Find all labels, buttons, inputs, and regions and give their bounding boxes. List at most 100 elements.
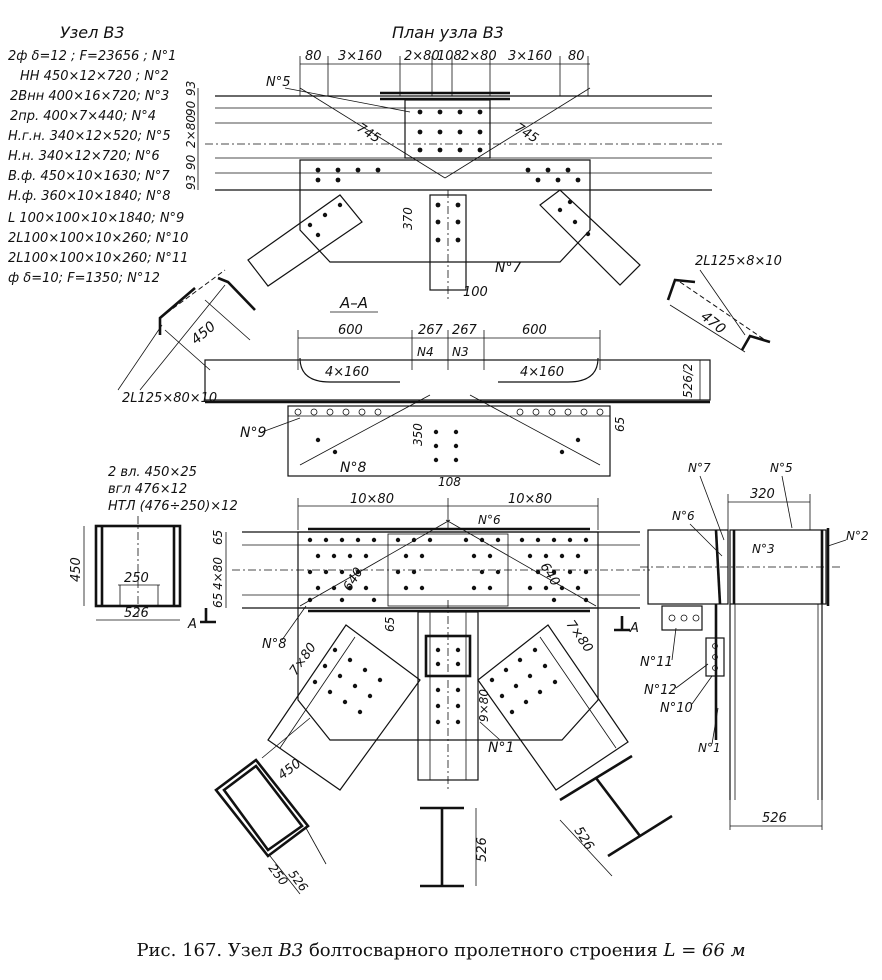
section-marker: А bbox=[187, 617, 197, 632]
part-label: N°3 bbox=[752, 542, 775, 556]
caption-node: В3 bbox=[278, 940, 304, 961]
part-label: N°5 bbox=[770, 461, 793, 475]
dim-label: 526/2 bbox=[681, 363, 695, 398]
dim-label: 80 bbox=[305, 49, 322, 64]
dim-label: 108 bbox=[438, 475, 461, 489]
spec-line: НН 450×12×720 ; N°2 bbox=[20, 69, 169, 84]
dim-label: 90 bbox=[184, 100, 198, 116]
dim-label: 65 bbox=[613, 417, 627, 432]
right-angle-detail: 470 2L125×8×10 bbox=[666, 254, 782, 353]
dim-label: 3×160 bbox=[508, 49, 552, 64]
dim-label: 600 bbox=[522, 323, 547, 338]
box-section: 2 вл. 450×25 вгл 476×12 НТЛ (476÷250)×12… bbox=[69, 465, 238, 632]
left-angle-detail: 450 2L125×80×10 bbox=[117, 269, 256, 406]
spec-line: В.ф. 450×10×1630; N°7 bbox=[8, 169, 170, 184]
spec-line: ф δ=10; F=1350; N°12 bbox=[8, 271, 160, 286]
part-label: N°6 bbox=[672, 509, 695, 523]
part-label: N°7 bbox=[495, 260, 521, 276]
spec-line: 2L100×100×10×260; N°11 bbox=[8, 251, 188, 266]
part-label: N4 bbox=[417, 345, 434, 359]
right-diag-bolts bbox=[489, 647, 558, 715]
part-label: N°2 bbox=[846, 529, 869, 543]
section-bolts bbox=[294, 408, 604, 463]
part-label: N°12 bbox=[644, 683, 677, 698]
dim-label: 4×160 bbox=[520, 365, 564, 380]
dim-label: 526 bbox=[475, 837, 490, 862]
dim-label: 93 bbox=[184, 81, 198, 96]
part-label: N°10 bbox=[660, 701, 693, 716]
part-label: N°9 bbox=[240, 425, 266, 441]
dim-label: 4×160 bbox=[325, 365, 369, 380]
box-note: НТЛ (476÷250)×12 bbox=[108, 499, 238, 514]
dim-label: 2×80 bbox=[461, 49, 497, 64]
section-aa: А–А 600 267 267 600 4×160 4×160 N4 N3 52… bbox=[204, 294, 711, 489]
main-elevation: 10×80 10×80 N°6 65 4×80 65 bbox=[211, 492, 650, 791]
part-label: N3 bbox=[452, 345, 469, 359]
spec-line: 2пр. 400×7×440; N°4 bbox=[10, 109, 156, 124]
dim-label: 100 bbox=[463, 285, 488, 300]
dim-label: 745 bbox=[512, 121, 541, 147]
part-label: N°6 bbox=[478, 513, 501, 527]
dim-label: 600 bbox=[338, 323, 363, 338]
spec-line: 2ф δ=12 ; F=23656 ; N°1 bbox=[8, 49, 176, 64]
dim-label: 9×80 bbox=[477, 689, 491, 722]
dim-label: 80 bbox=[568, 49, 585, 64]
dim-label: 2×80 bbox=[404, 49, 440, 64]
brace-bolts bbox=[307, 199, 591, 238]
part-label: N°5 bbox=[266, 75, 291, 90]
dim-label: 4×80 bbox=[211, 557, 225, 590]
main-bolts bbox=[307, 537, 589, 603]
left-diag-bolts bbox=[312, 647, 383, 715]
angle-label: 2L125×8×10 bbox=[695, 254, 782, 269]
dim-label: 350 bbox=[411, 423, 425, 446]
caption-prefix: Рис. 167. Узел bbox=[136, 940, 273, 961]
dim-label: 470 bbox=[698, 309, 729, 338]
dim-label: 450 bbox=[275, 756, 304, 783]
dim-label: 370 bbox=[401, 207, 415, 230]
spec-line: Н.ф. 360×10×1840; N°8 bbox=[8, 189, 171, 204]
part-label: N°11 bbox=[640, 655, 673, 670]
dim-label: 267 bbox=[418, 323, 444, 338]
dim-label: 250 bbox=[124, 571, 149, 586]
dim-label: 3×160 bbox=[338, 49, 382, 64]
box-note: вгл 476×12 bbox=[108, 482, 187, 497]
bottom-right-section: 526 bbox=[559, 754, 673, 877]
dim-label: 450 bbox=[69, 557, 84, 582]
dim-label: 267 bbox=[452, 323, 478, 338]
dim-label: 65 bbox=[383, 617, 397, 632]
plan-bolts bbox=[315, 109, 581, 243]
part-label: N°1 bbox=[488, 740, 514, 756]
dim-label: 10×80 bbox=[508, 492, 552, 507]
vertical-bolts bbox=[435, 647, 461, 725]
dim-label: 450 bbox=[188, 319, 219, 348]
dim-label: 93 bbox=[184, 175, 198, 190]
part-label: N°1 bbox=[698, 741, 721, 755]
dim-label: 65 bbox=[211, 593, 225, 608]
node-label: Узел В3 bbox=[60, 23, 125, 42]
dim-label: 7×80 bbox=[287, 640, 320, 678]
spec-line: Н.н. 340×12×720; N°6 bbox=[8, 149, 160, 164]
dim-label: 10×80 bbox=[350, 492, 394, 507]
dim-label: 526 bbox=[124, 606, 149, 621]
plan-title: План узла В3 bbox=[392, 23, 504, 42]
caption-middle: болтосварного пролетного строения bbox=[308, 940, 658, 961]
side-view: 320 N°7 N°5 N°6 N°2 N°3 N°11 N°12 N°10 bbox=[640, 461, 869, 830]
dim-label: 320 bbox=[750, 487, 775, 502]
dim-label: 640 bbox=[341, 565, 367, 594]
bottom-ibeam-section: 526 bbox=[420, 806, 490, 888]
spec-line: 2Внн 400×16×720; N°3 bbox=[10, 89, 169, 104]
dim-label: 7×80 bbox=[563, 618, 596, 656]
section-marker: А bbox=[629, 621, 639, 636]
caption-formula: L = 66 м bbox=[663, 940, 746, 961]
box-note: 2 вл. 450×25 bbox=[108, 465, 197, 480]
spec-line: L 100×100×10×1840; N°9 bbox=[8, 211, 184, 226]
plan-view: План узла В3 80 3×160 2×80 108 2×80 3×16… bbox=[184, 23, 722, 300]
bottom-box-section: 450 250 526 bbox=[214, 717, 327, 894]
part-label: N°8 bbox=[262, 637, 287, 652]
spec-line: Н.г.н. 340×12×520; N°5 bbox=[8, 129, 171, 144]
angle-label: 2L125×80×10 bbox=[122, 391, 217, 406]
part-label: N°7 bbox=[688, 461, 711, 475]
dim-label: 2×80 bbox=[184, 115, 198, 148]
dim-label: 526 bbox=[762, 811, 787, 826]
